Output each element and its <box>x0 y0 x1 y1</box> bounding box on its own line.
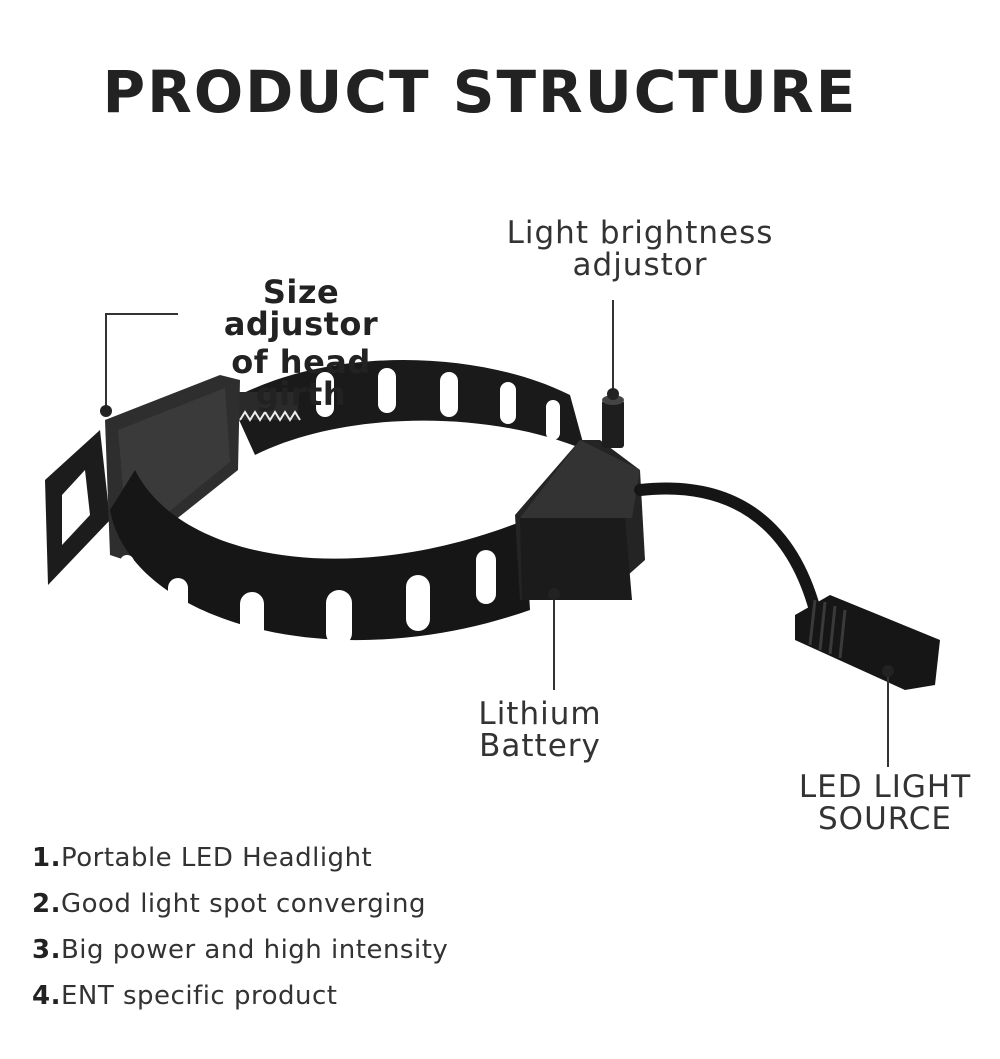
battery-label: Lithium Battery <box>478 696 602 764</box>
feature-list: 1.Portable LED Headlight 2.Good light sp… <box>32 838 448 1022</box>
led-label: LED LIGHT SOURCE <box>798 769 972 837</box>
list-item: 1.Portable LED Headlight <box>32 843 373 873</box>
led-leader <box>887 675 889 767</box>
size-adjustor-leader-h <box>105 313 178 315</box>
list-item: 4.ENT specific product <box>32 981 338 1011</box>
gooseneck-arm <box>634 482 821 616</box>
headband-front-slots <box>120 550 496 648</box>
list-item: 3.Big power and high intensity <box>32 935 449 965</box>
size-adjustor-label: Size adjustor of head girth <box>223 273 379 413</box>
size-adjust-rack <box>238 392 301 422</box>
size-adjustor-dot <box>100 405 112 417</box>
size-adjustor-leader-v <box>105 313 107 410</box>
led-dot <box>882 665 894 677</box>
battery-dot <box>548 588 560 600</box>
battery-leader <box>553 598 555 690</box>
brightness-leader <box>612 300 614 392</box>
headband-back-slots <box>316 368 560 440</box>
led-light-head <box>795 595 940 690</box>
brightness-knob <box>602 400 624 448</box>
list-item: 2.Good light spot converging <box>32 889 427 919</box>
page-title: PRODUCT STRUCTURE <box>102 58 858 126</box>
brightness-dot <box>607 388 619 400</box>
brightness-label: Light brightness adjustor <box>506 215 774 283</box>
